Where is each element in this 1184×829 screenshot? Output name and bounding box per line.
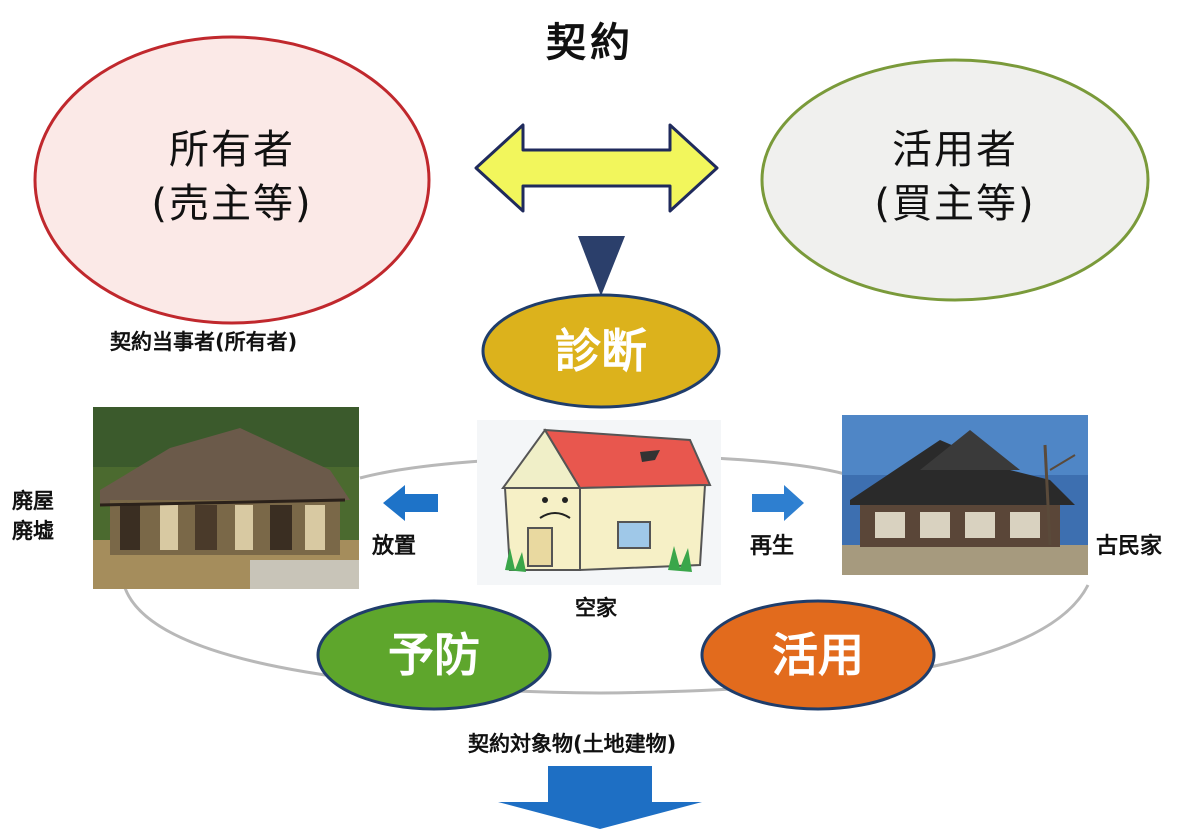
regen-label: 再生 (750, 534, 795, 559)
regen-arrow (752, 485, 804, 521)
owner-name: 所有者 (169, 127, 295, 173)
contract-party-label: 契約当事者(所有者) (110, 330, 298, 354)
owner-role: (売主等) (151, 181, 313, 227)
abandoned-house-image (93, 407, 359, 589)
cycle-ring-lower (123, 584, 1090, 695)
leave-arrow (383, 485, 438, 521)
prevent-label: 予防 (388, 628, 480, 682)
diagnosis-label: 診断 (555, 324, 647, 378)
diagnosis-pill (481, 293, 721, 409)
user-name: 活用者 (892, 127, 1018, 173)
owner-ellipse (33, 35, 431, 325)
contract-object-label: 契約対象物(土地建物) (468, 732, 677, 756)
old-house-image (842, 415, 1088, 575)
ruin-label: 廃屋 廃墟 (12, 489, 54, 543)
user-ellipse (760, 58, 1150, 302)
user-role: (買主等) (874, 181, 1036, 227)
prevent-pill (316, 599, 552, 711)
bottom-arrow (498, 766, 702, 829)
contract-title: 契約 (546, 20, 634, 66)
vacant-house-label: 空家 (575, 596, 617, 620)
utilize-pill (700, 599, 936, 711)
down-triangle (578, 236, 625, 296)
leave-label: 放置 (372, 534, 417, 559)
utilize-label: 活用 (772, 628, 864, 682)
contract-double-arrow (474, 123, 719, 213)
vacant-house-image (477, 420, 721, 585)
old-house-label: 古民家 (1096, 534, 1163, 559)
